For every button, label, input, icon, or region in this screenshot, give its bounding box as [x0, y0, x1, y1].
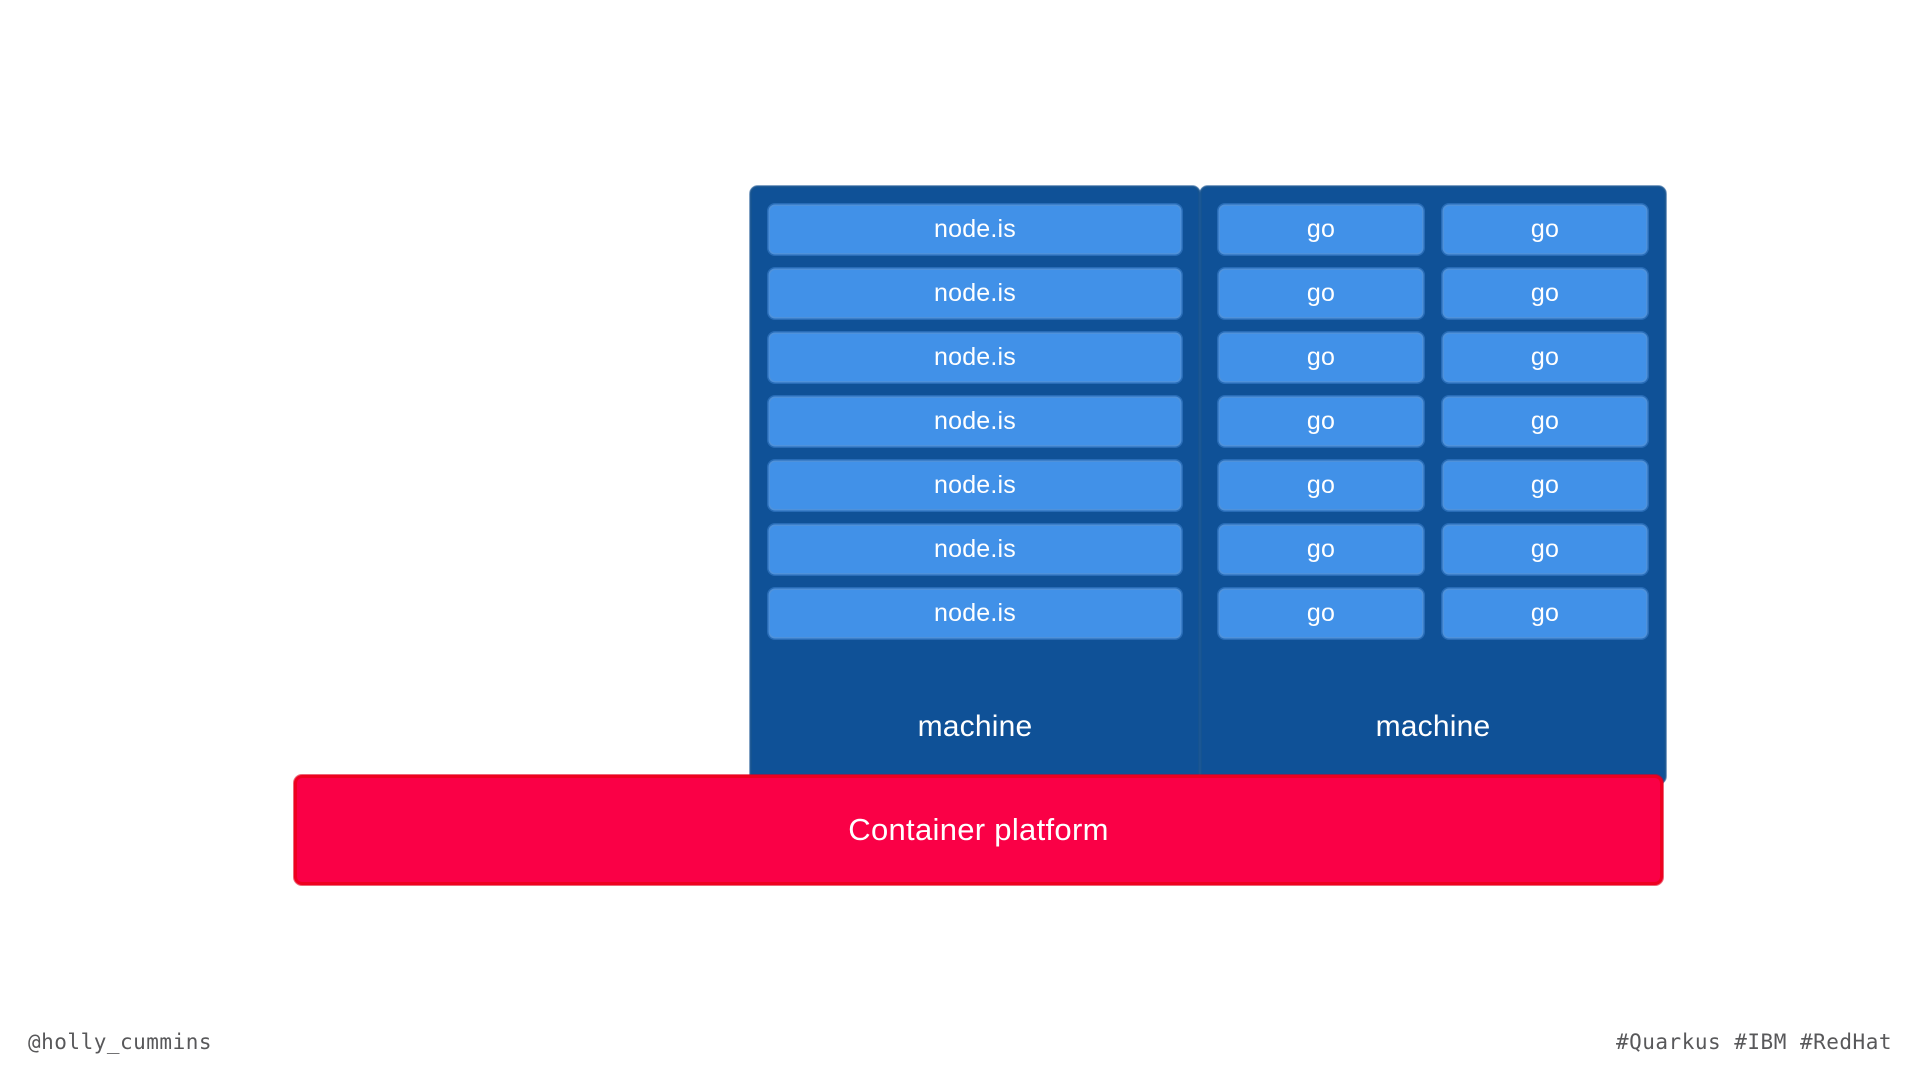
container-row: go go: [1220, 334, 1646, 381]
container-row: go go: [1220, 526, 1646, 573]
container-row: go go: [1220, 270, 1646, 317]
container-stack-left: node.is node.is node.is node.is node.is …: [752, 206, 1198, 637]
container-box: node.is: [770, 334, 1180, 381]
container-box: go: [1220, 526, 1422, 573]
container-platform-bar: Container platform: [294, 775, 1663, 885]
container-label: go: [1530, 279, 1560, 307]
footer-hashtags: #Quarkus #IBM #RedHat: [1615, 1030, 1892, 1054]
container-box: go: [1444, 270, 1646, 317]
container-row: go go: [1220, 398, 1646, 445]
container-label: go: [1306, 535, 1336, 563]
container-label: go: [1530, 407, 1560, 435]
container-label: go: [1306, 279, 1336, 307]
container-box: node.is: [770, 270, 1180, 317]
container-box: go: [1220, 334, 1422, 381]
container-box: go: [1444, 590, 1646, 637]
container-label: go: [1530, 343, 1560, 371]
container-label: go: [1306, 599, 1336, 627]
container-label: go: [1306, 343, 1336, 371]
container-label: node.is: [933, 407, 1016, 435]
container-row: go go: [1220, 462, 1646, 509]
container-label: node.is: [933, 599, 1016, 627]
machine-box-right: go go go go go go: [1200, 186, 1666, 784]
container-platform-label: Container platform: [848, 812, 1109, 847]
container-label: node.is: [933, 215, 1016, 243]
machine-box-left: node.is node.is node.is node.is node.is …: [750, 186, 1200, 784]
container-label: go: [1306, 471, 1336, 499]
container-label: go: [1306, 215, 1336, 243]
machine-label: machine: [1375, 710, 1491, 743]
container-label: go: [1530, 599, 1560, 627]
container-box: go: [1220, 398, 1422, 445]
container-box: node.is: [770, 206, 1180, 253]
container-label: node.is: [933, 343, 1016, 371]
container-box: go: [1444, 462, 1646, 509]
container-label: node.is: [933, 471, 1016, 499]
container-label: node.is: [933, 535, 1016, 563]
container-label: go: [1530, 535, 1560, 563]
container-box: node.is: [770, 590, 1180, 637]
container-row: go go: [1220, 590, 1646, 637]
container-box: go: [1444, 398, 1646, 445]
container-box: go: [1220, 270, 1422, 317]
container-label: node.is: [933, 279, 1016, 307]
container-row: go go: [1220, 206, 1646, 253]
container-box: go: [1444, 206, 1646, 253]
container-box: node.is: [770, 526, 1180, 573]
container-label: go: [1306, 407, 1336, 435]
container-box: go: [1444, 334, 1646, 381]
container-label: go: [1530, 215, 1560, 243]
container-box: go: [1220, 590, 1422, 637]
container-box: go: [1220, 206, 1422, 253]
container-box: node.is: [770, 398, 1180, 445]
container-box: go: [1444, 526, 1646, 573]
container-box: go: [1220, 462, 1422, 509]
footer-handle: @holly_cummins: [28, 1030, 213, 1054]
machine-label: machine: [917, 710, 1033, 743]
container-box: node.is: [770, 462, 1180, 509]
container-stack-right: go go go go go go: [1202, 206, 1664, 637]
container-label: go: [1530, 471, 1560, 499]
